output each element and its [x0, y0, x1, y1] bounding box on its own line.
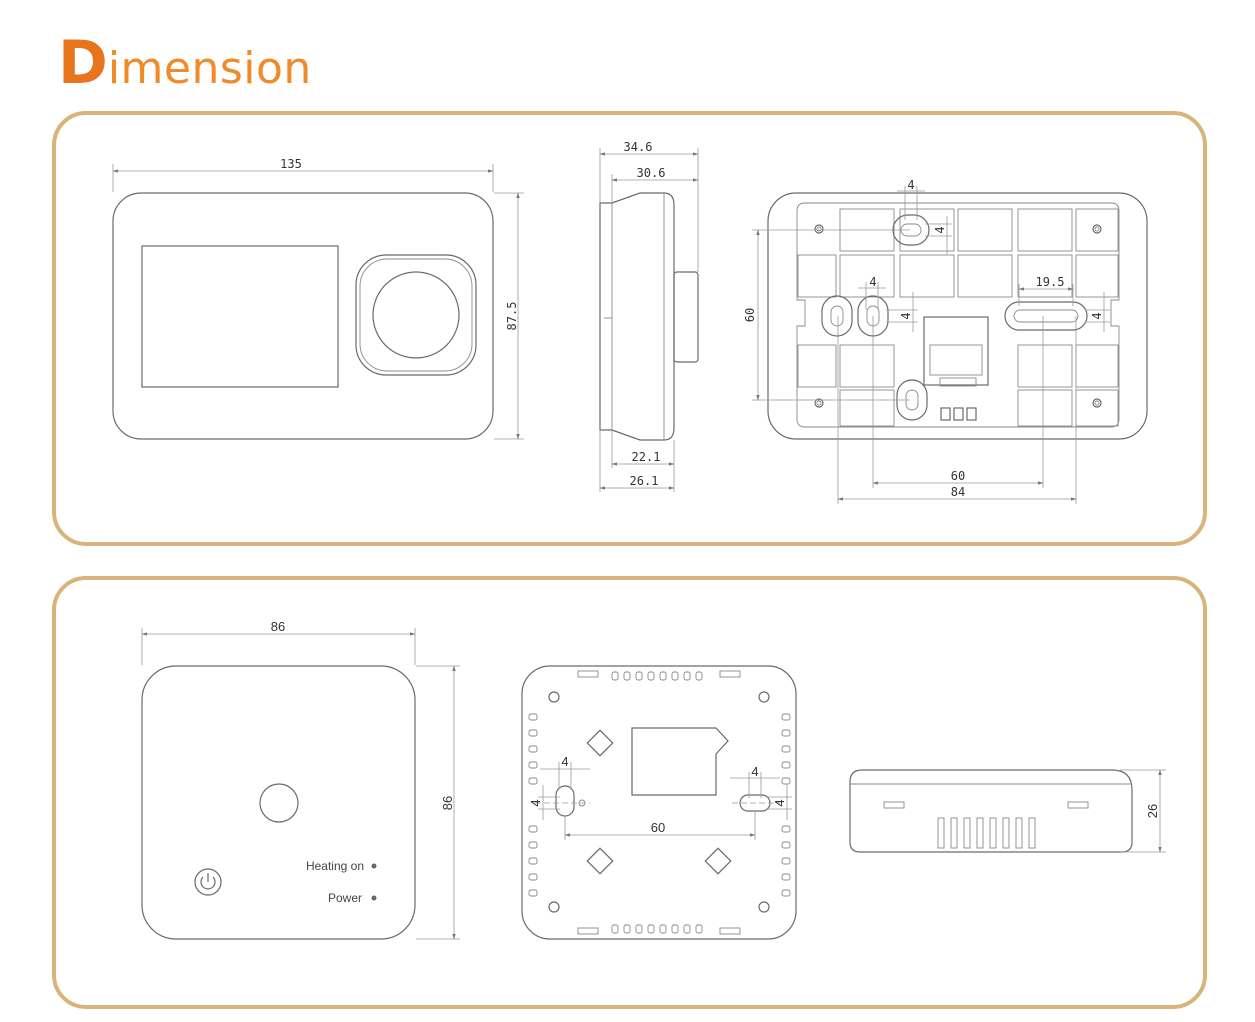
receiver-slot-left — [555, 785, 575, 817]
bottom-front-view: Heating on Power 86 86 — [141, 619, 460, 940]
receiver-body-outline — [141, 665, 416, 940]
back-body-outline — [767, 192, 1148, 440]
power-icon — [200, 876, 216, 890]
top-front-view: 135 87.5 — [112, 157, 524, 440]
side-body-outline — [599, 192, 675, 441]
receiver-side-outline — [849, 769, 1133, 853]
mount-slot-long — [1004, 301, 1088, 331]
hole-mid-width-label: 4 — [869, 275, 876, 289]
spacing-outer-label: 84 — [951, 485, 965, 499]
top-panel — [52, 111, 1207, 546]
power-button — [194, 868, 222, 896]
label-area — [631, 727, 729, 796]
top-back-view: 4 4 4 4 19.5 4 60 60 84 — [743, 178, 1148, 504]
connector-housing — [923, 316, 989, 386]
hole-top-height-label: 4 — [933, 226, 947, 233]
control-knob — [372, 271, 460, 359]
receiver-hole-right-h-label: 4 — [772, 799, 787, 806]
receiver-hole-right-w-label: 4 — [751, 764, 758, 779]
page-title: Dimension — [58, 28, 312, 98]
heating-on-label: Heating on — [306, 859, 364, 873]
vertical-spacing-label: 60 — [743, 308, 757, 322]
spacing-inner-label: 60 — [951, 469, 965, 483]
device-body-outline — [112, 192, 494, 440]
hole-top-width-label: 4 — [907, 178, 914, 192]
side-knob — [673, 271, 699, 363]
side-depth-body-label: 30.6 — [637, 166, 666, 180]
receiver-height-label: 86 — [440, 796, 455, 810]
side-depth-b-label: 26.1 — [630, 474, 659, 488]
receiver-back-outline — [521, 665, 797, 940]
power-label: Power — [328, 891, 362, 905]
side-depth-a-label: 22.1 — [632, 450, 661, 464]
slot-height-label: 4 — [1090, 312, 1104, 319]
mount-slot-left — [821, 295, 853, 337]
receiver-thickness-label: 26 — [1145, 804, 1160, 818]
receiver-hole-left-w-label: 4 — [561, 754, 568, 769]
front-width-label: 135 — [280, 157, 302, 171]
lcd-screen — [141, 245, 339, 388]
receiver-button — [259, 783, 299, 823]
receiver-width-label: 86 — [271, 619, 285, 634]
title-initial: D — [58, 28, 108, 98]
bottom-back-view: 4 4 4 4 60 — [521, 665, 797, 940]
front-height-label: 87.5 — [505, 302, 519, 331]
side-depth-total-label: 34.6 — [624, 140, 653, 154]
terminals — [940, 407, 977, 421]
back-plate — [796, 202, 1120, 428]
slot-length-label: 19.5 — [1036, 275, 1065, 289]
hole-mid-height-label: 4 — [899, 312, 913, 319]
knob-surround — [355, 254, 477, 376]
receiver-hole-left-h-label: 4 — [528, 799, 543, 806]
receiver-spacing-label: 60 — [651, 820, 665, 835]
bottom-side-view: 26 — [849, 769, 1166, 853]
bottom-panel — [52, 576, 1207, 1009]
heating-led — [371, 863, 377, 869]
top-side-view: 34.6 30.6 22.1 26.1 — [599, 140, 699, 492]
title-rest: imension — [107, 43, 312, 94]
power-led — [371, 895, 377, 901]
